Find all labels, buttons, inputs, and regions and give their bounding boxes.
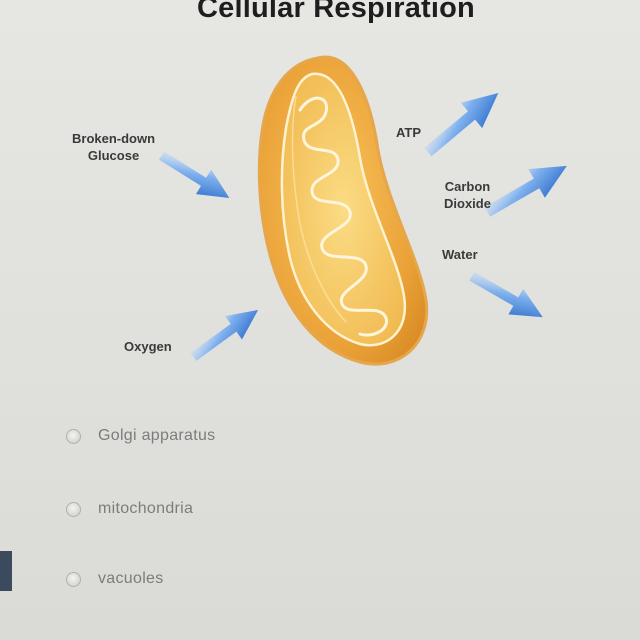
arrow-water-out (464, 263, 551, 330)
diagram-title: Cellular Respiration (197, 0, 475, 24)
option-vacuoles[interactable]: vacuoles (66, 570, 164, 588)
radio-button[interactable] (66, 501, 81, 517)
option-mitochondria[interactable]: mitochondria (66, 500, 193, 518)
option-label: mitochondria (98, 500, 194, 517)
option-golgi-apparatus[interactable]: Golgi apparatus (66, 427, 215, 445)
radio-button[interactable] (66, 428, 81, 444)
label-broken-down-glucose: Broken-down Glucose (72, 131, 156, 163)
cellular-respiration-diagram (153, 55, 576, 369)
arrow-oxygen-in (184, 298, 267, 369)
label-water: Water (442, 247, 478, 262)
mitochondrion (257, 55, 429, 366)
option-label: vacuoles (98, 570, 164, 587)
arrow-atp-out (417, 80, 509, 165)
option-label: Golgi apparatus (98, 427, 216, 444)
arrow-glucose-in (153, 143, 237, 211)
arrow-carbon-dioxide-out (478, 151, 576, 227)
label-oxygen: Oxygen (124, 339, 172, 354)
side-panel-tab[interactable] (0, 551, 12, 591)
label-carbon-dioxide: Carbon Dioxide (444, 179, 491, 211)
radio-button[interactable] (66, 571, 81, 587)
label-atp: ATP (396, 125, 422, 140)
